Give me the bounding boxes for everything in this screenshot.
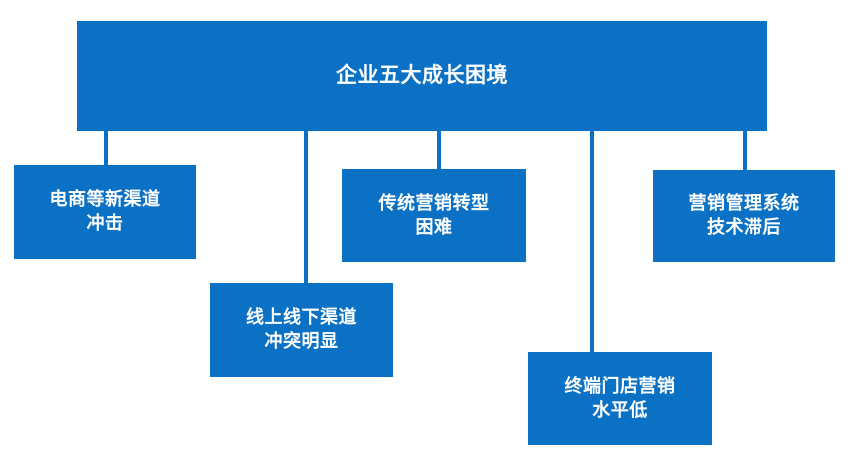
connector-root-to-child-4 xyxy=(590,131,594,352)
connector-root-to-child-1 xyxy=(104,131,108,165)
node-marketing-system-tech-lag: 营销管理系统 技术滞后 xyxy=(653,170,835,262)
node-new-channel-impact: 电商等新渠道 冲击 xyxy=(14,165,196,259)
connector-root-to-child-2 xyxy=(304,131,308,283)
root-node-title: 企业五大成长困境 xyxy=(77,21,767,131)
node-online-offline-conflict: 线上线下渠道 冲突明显 xyxy=(210,283,393,377)
node-traditional-marketing-transformation: 传统营销转型 困难 xyxy=(342,169,526,262)
connector-root-to-child-3 xyxy=(437,131,441,169)
node-store-marketing-level: 终端门店营销 水平低 xyxy=(528,352,712,445)
connector-root-to-child-5 xyxy=(743,131,747,170)
